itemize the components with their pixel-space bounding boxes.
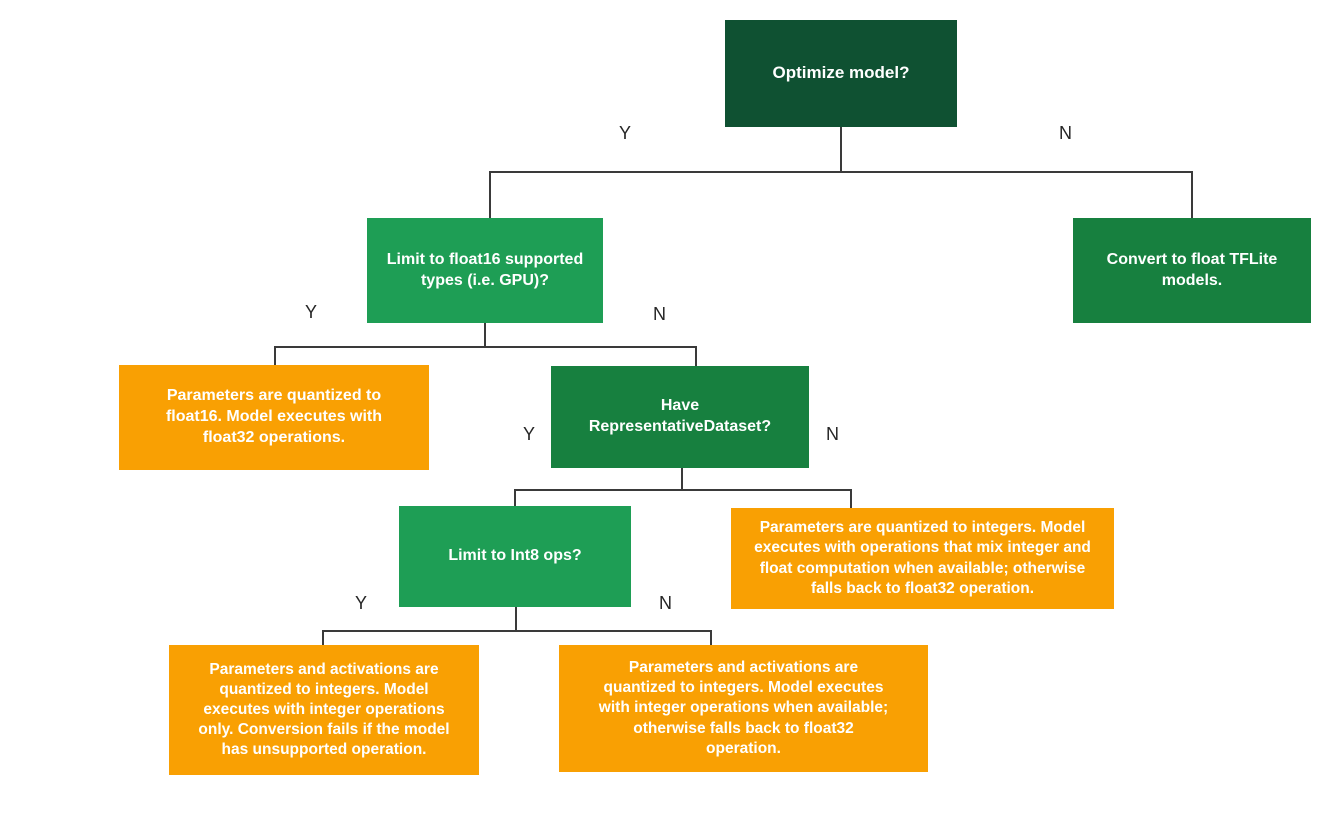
edge-float16-stem	[484, 323, 486, 347]
edge-int8-bus	[322, 630, 712, 632]
edge-float16-yes-drop	[274, 346, 276, 365]
node-outcome-float16[interactable]: Parameters are quantized to float16. Mod…	[119, 365, 429, 470]
edge-repdataset-no-drop	[850, 489, 852, 508]
node-limit-int8-ops[interactable]: Limit to Int8 ops?	[399, 506, 631, 607]
branch-label-repdataset-no: N	[826, 424, 839, 444]
branch-label-int8-yes: Y	[355, 593, 368, 613]
node-convert-float-tflite[interactable]: Convert to float TFLite models.	[1073, 218, 1311, 323]
branch-label-optimize-no: N	[1059, 123, 1072, 143]
node-optimize-model[interactable]: Optimize model?	[725, 20, 957, 127]
edge-repdataset-bus	[514, 489, 852, 491]
edge-repdataset-stem	[681, 468, 683, 490]
edge-int8-yes-drop	[322, 630, 324, 645]
edge-optimize-yes-drop	[489, 171, 491, 218]
node-outcome-integer-fallback[interactable]: Parameters and activations are quantized…	[559, 645, 928, 772]
edge-float16-no-drop	[695, 346, 697, 366]
node-limit-float16[interactable]: Limit to float16 supported types (i.e. G…	[367, 218, 603, 323]
node-outcome-integer-only[interactable]: Parameters and activations are quantized…	[169, 645, 479, 775]
branch-label-float16-no: N	[653, 304, 666, 324]
edge-optimize-bus	[489, 171, 1193, 173]
edge-int8-stem	[515, 607, 517, 631]
node-have-representative-dataset[interactable]: Have RepresentativeDataset?	[551, 366, 809, 468]
edge-int8-no-drop	[710, 630, 712, 645]
branch-label-repdataset-yes: Y	[523, 424, 536, 444]
edge-repdataset-yes-drop	[514, 489, 516, 506]
branch-label-optimize-yes: Y	[619, 123, 632, 143]
edge-optimize-stem	[840, 127, 842, 172]
edge-optimize-no-drop	[1191, 171, 1193, 218]
node-outcome-mixed-integer[interactable]: Parameters are quantized to integers. Mo…	[731, 508, 1114, 609]
branch-label-float16-yes: Y	[305, 302, 318, 322]
edge-float16-bus	[274, 346, 697, 348]
branch-label-int8-no: N	[659, 593, 672, 613]
